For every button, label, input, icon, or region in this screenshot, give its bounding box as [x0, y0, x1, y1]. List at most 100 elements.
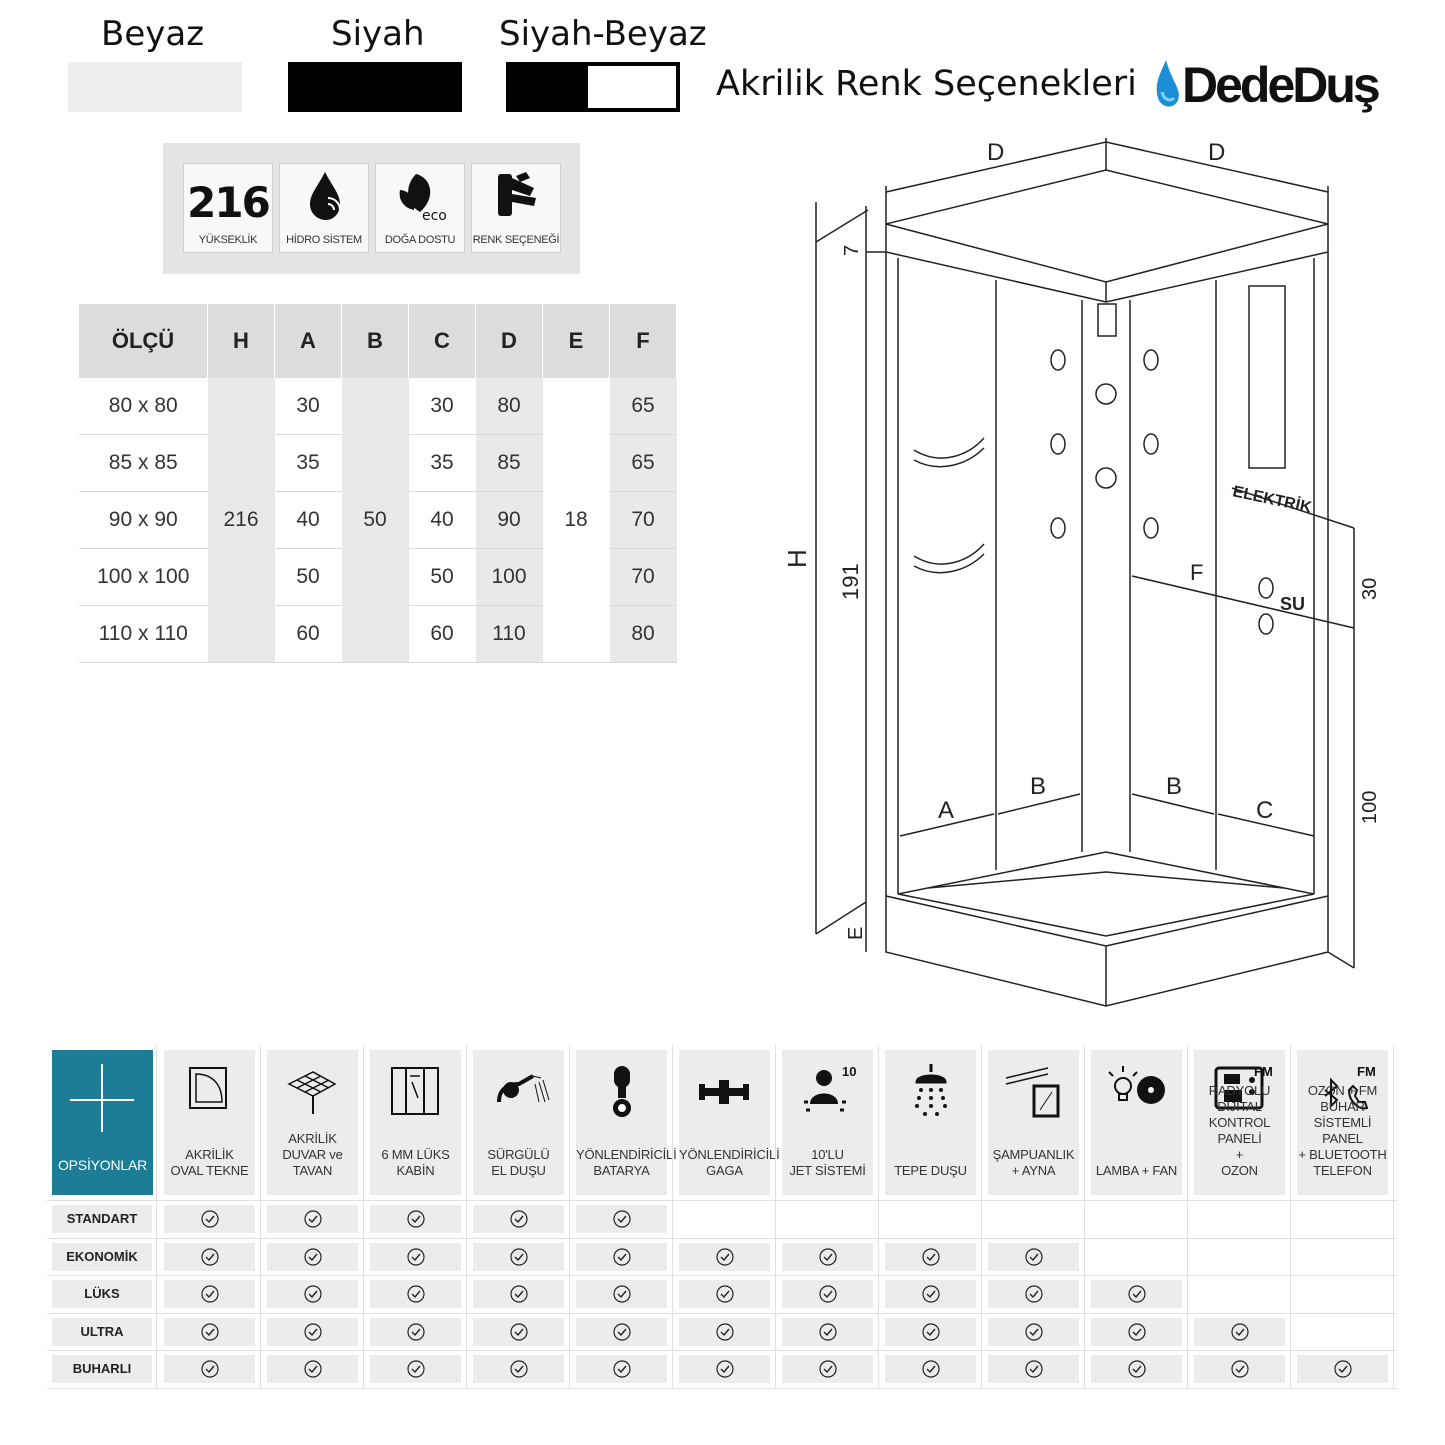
check-icon: [164, 1317, 255, 1346]
check-icon: [370, 1355, 461, 1383]
check-icon: [679, 1280, 770, 1308]
swatch-black-white[interactable]: [506, 62, 680, 112]
check-icon: [1194, 1317, 1285, 1346]
feature-caption: HİDRO SİSTEM: [286, 234, 362, 246]
feature-eco: eco DOĞA DOSTU: [375, 163, 465, 253]
color-label-siyah: Siyah: [331, 14, 425, 54]
acrylic-color-title: Akrilik Renk Seçenekleri: [716, 64, 1137, 104]
col-header: H: [207, 304, 275, 378]
hand-shower-icon: [497, 1074, 550, 1103]
check-icon: [576, 1242, 667, 1271]
brand-logo-graphic: DedeDuş: [1156, 57, 1382, 113]
table-row: 85 x 85 35 35 85 65: [79, 434, 677, 492]
grid-divider: [878, 1045, 879, 1388]
check-icon: [576, 1355, 667, 1383]
col-header: C: [408, 304, 476, 378]
options-corner: OPSİYONLAR: [52, 1050, 153, 1195]
size-cell: 85 x 85: [79, 434, 208, 492]
col-header: A: [274, 304, 342, 378]
label-su: SU: [1280, 594, 1305, 614]
check-icon: [782, 1242, 873, 1271]
option-label: LAMBA + FAN: [1095, 1163, 1178, 1178]
diverter-faucet-icon: [613, 1066, 631, 1117]
check-icon: [1091, 1355, 1182, 1383]
dim-label-191: 191: [838, 563, 863, 600]
table-row: 80 x 80 216 30 50 30 80 18 65: [79, 378, 677, 663]
size-cell: 80 x 80: [79, 378, 208, 435]
c-cell: 35: [408, 434, 476, 492]
grid-divider: [1290, 1045, 1291, 1388]
grid-divider: [569, 1045, 570, 1388]
jet-person-icon: 10: [804, 1064, 856, 1112]
c-cell: 60: [408, 605, 476, 663]
check-icon: [267, 1242, 358, 1271]
a-cell: 60: [274, 605, 342, 663]
a-cell: 40: [274, 491, 342, 549]
row-divider: [47, 1200, 1397, 1201]
c-cell: 30: [408, 378, 476, 435]
dim-label-d-right: D: [1208, 139, 1225, 166]
swatch-white[interactable]: [68, 62, 242, 112]
color-label-siyah-beyaz: Siyah-Beyaz: [499, 14, 707, 54]
check-icon: [267, 1205, 358, 1233]
row-divider: [47, 1350, 1397, 1351]
check-icon: [473, 1205, 564, 1233]
option-label: ŞAMPUANLIK+ AYNA: [992, 1147, 1075, 1178]
option-column-10: LAMBA + FAN: [1091, 1050, 1182, 1195]
check-icon: [164, 1355, 255, 1383]
row-divider: [47, 1237, 1397, 1239]
col-header: E: [542, 304, 610, 378]
check-icon: [1091, 1317, 1182, 1346]
feature-strip: 216 YÜKSEKLİK HİDRO SİSTEM eco DOĞA DOST…: [163, 143, 580, 274]
check-icon: [885, 1242, 976, 1271]
e-cell: 18: [542, 378, 610, 663]
label-elektrik: ELEKTRİK: [1231, 482, 1313, 516]
check-icon: [576, 1317, 667, 1346]
dim-label-7: 7: [841, 245, 863, 256]
color-label-beyaz: Beyaz: [101, 14, 205, 54]
c-cell: 40: [408, 491, 476, 549]
swatch-black[interactable]: [288, 62, 462, 112]
check-icon: [267, 1317, 358, 1346]
brand-logo: DedeDuş: [1152, 52, 1382, 118]
dim-label-f: F: [1190, 560, 1203, 585]
svg-text:DedeDuş: DedeDuş: [1182, 57, 1379, 113]
f-cell: 65: [609, 378, 677, 435]
grid-divider: [1393, 1045, 1394, 1388]
check-icon: [576, 1280, 667, 1308]
f-cell: 70: [609, 548, 677, 606]
d-cell: 80: [475, 378, 543, 435]
d-cell: 90: [475, 491, 543, 549]
d-cell: 100: [475, 548, 543, 606]
option-column-9: ŞAMPUANLIK+ AYNA: [988, 1050, 1079, 1195]
check-icon: [164, 1205, 255, 1233]
radio-panel-icon: FM: [1214, 1064, 1273, 1110]
feature-hydro: HİDRO SİSTEM: [279, 163, 369, 253]
shelf-mirror-icon: [1005, 1067, 1060, 1118]
col-header: F: [609, 304, 677, 378]
col-header: ÖLÇÜ: [79, 304, 208, 378]
lamp-fan-icon: [1108, 1066, 1165, 1104]
option-label: TEPE DUŞU: [894, 1163, 967, 1178]
row-divider: [47, 1388, 1397, 1389]
dim-label-c: C: [1256, 797, 1273, 824]
dim-label-h: H: [782, 549, 812, 568]
check-icon: [782, 1317, 873, 1346]
dim-label-b-right: B: [1166, 773, 1182, 800]
color-palette-icon: [498, 172, 536, 216]
check-icon: [473, 1280, 564, 1308]
check-icon: [885, 1355, 976, 1383]
check-icon: [164, 1242, 255, 1271]
swatch-white-half: [588, 66, 676, 108]
dim-label-b-left: B: [1030, 773, 1046, 800]
dimension-table: ÖLÇÜ H A B C D E F 80 x 80 216 30 50 30 …: [79, 304, 677, 663]
a-cell: 35: [274, 434, 342, 492]
h-cell: 216: [207, 378, 275, 663]
